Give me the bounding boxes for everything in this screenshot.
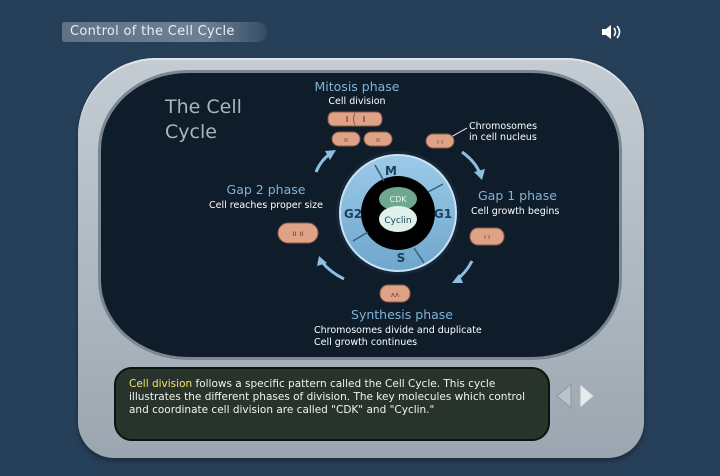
wheel-label-g1: G1	[434, 207, 452, 221]
wheel-label-s: S	[397, 251, 406, 265]
cycle-arrow-top-right	[461, 150, 485, 180]
cycle-arrow-bottom-right	[452, 260, 474, 283]
cyclin-molecule	[379, 206, 417, 232]
cell-gap2: ıı ıı	[277, 222, 319, 244]
cdk-molecule	[379, 187, 417, 211]
cdk-label: CDK	[390, 195, 408, 204]
svg-text:ı ı: ı ı	[484, 233, 490, 241]
caption-highlight: Cell division	[129, 378, 193, 390]
speaker-icon[interactable]	[600, 22, 624, 42]
svg-text:ıı: ıı	[344, 136, 348, 144]
synthesis-phase-subtitle-line2: Cell growth continues	[314, 337, 417, 348]
cell-gap1: ı ı	[469, 227, 505, 246]
cycle-arrow-top-left	[314, 150, 336, 173]
previous-arrow-icon[interactable]	[554, 380, 574, 412]
wheel-label-g2: G2	[344, 207, 362, 221]
synthesis-phase-subtitle-line1: Chromosomes divide and duplicate	[314, 325, 482, 336]
caption-text: follows a specific pattern called the Ce…	[129, 378, 525, 416]
wheel-label-m: M	[385, 164, 397, 178]
gap2-phase-subtitle: Cell reaches proper size	[209, 200, 323, 211]
cycle-arrow-bottom-left	[317, 256, 345, 281]
cell-cycle-diagram: The Cell Cycle Mitosis phase Cell divisi…	[164, 79, 559, 348]
cyclin-label: Cyclin	[384, 216, 411, 226]
svg-text:ıı: ıı	[376, 136, 380, 144]
svg-text:ı ı: ı ı	[437, 138, 443, 146]
gap1-phase-title: Gap 1 phase	[478, 188, 557, 203]
app-title: Control of the Cell Cycle	[62, 22, 267, 42]
caption-box: Cell division follows a specific pattern…	[114, 367, 550, 441]
svg-text:ıı ıı: ıı ıı	[292, 229, 303, 238]
diagram-title-line1: The Cell	[164, 96, 242, 118]
cell-daughter-left: ıı	[331, 131, 361, 147]
cell-chromosomes-nucleus: ı ı	[425, 133, 455, 149]
cell-cycle-wheel: M G1 S G2 CDK Cyclin	[336, 151, 460, 275]
chromosomes-label-line1: Chromosomes	[469, 121, 537, 132]
svg-text:ʌʌ: ʌʌ	[391, 291, 399, 299]
cell-synthesis: ʌʌ	[379, 284, 411, 303]
synthesis-phase-title: Synthesis phase	[351, 307, 453, 322]
diagram-title-line2: Cycle	[165, 121, 217, 143]
gap2-phase-title: Gap 2 phase	[227, 182, 306, 197]
cell-daughter-right: ıı	[363, 131, 393, 147]
mitosis-phase-subtitle: Cell division	[328, 96, 385, 107]
chromosomes-label-line2: in cell nucleus	[469, 132, 537, 143]
next-arrow-icon[interactable]	[577, 380, 597, 412]
mitosis-phase-title: Mitosis phase	[315, 79, 400, 94]
chromosomes-pointer-line	[450, 127, 468, 138]
gap1-phase-subtitle: Cell growth begins	[471, 206, 559, 217]
cell-dividing	[327, 111, 383, 127]
